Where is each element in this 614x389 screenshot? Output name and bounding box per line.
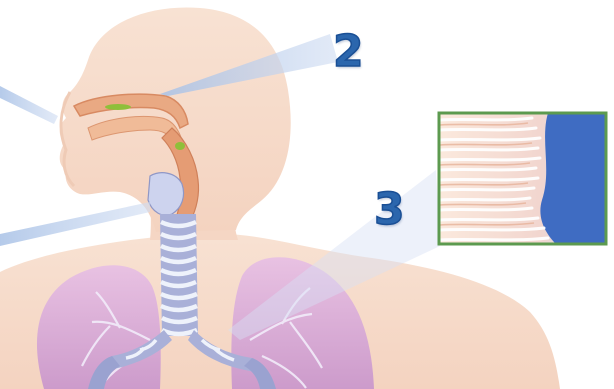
callout-number-2: 2	[333, 30, 364, 74]
pointer-beam-4	[0, 202, 150, 246]
callout-number-3: 3	[374, 188, 405, 232]
mucosa-spot	[175, 142, 185, 150]
pointer-beam-1	[0, 86, 58, 124]
cilia-inset	[439, 113, 606, 244]
mucosa-spot	[105, 104, 131, 110]
